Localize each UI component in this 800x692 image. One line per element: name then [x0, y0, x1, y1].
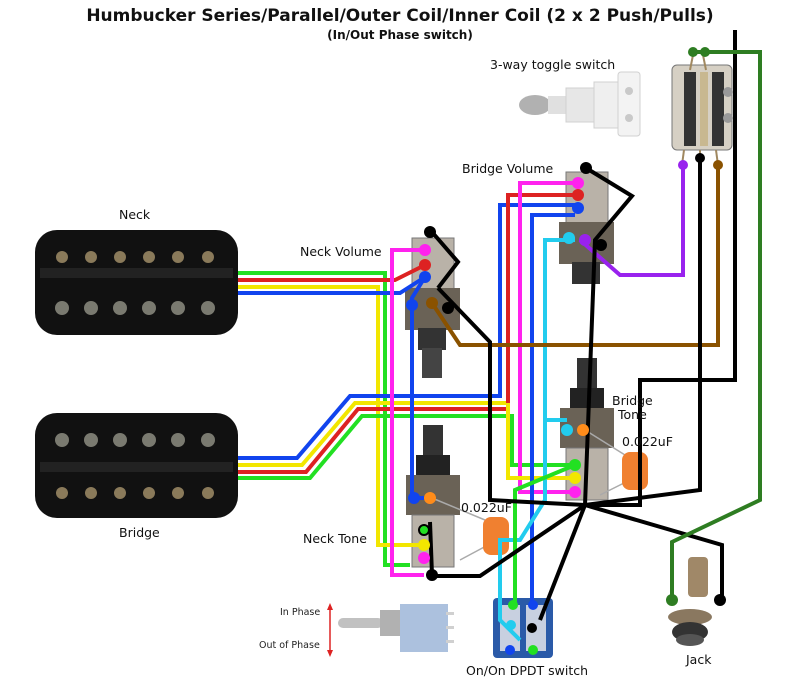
- solder-points: [406, 47, 726, 655]
- dpdt-switch-label: On/On DPDT switch: [466, 663, 589, 678]
- in-phase-label: In Phase: [280, 607, 321, 618]
- phase-toggle-image: [338, 604, 454, 652]
- neck-pickup-label: Neck: [119, 207, 151, 222]
- out-of-phase-label: Out of Phase: [259, 640, 320, 651]
- bridge-pickup: [35, 413, 238, 518]
- bridge-tone-label-line1: Bridge: [612, 393, 653, 408]
- neck-capacitor-label: 0.022uF: [461, 500, 512, 515]
- toggle-switch-image: [519, 71, 641, 137]
- toggle-switch-body: [671, 54, 733, 166]
- neck-pickup: [35, 230, 238, 335]
- bridge-volume-label: Bridge Volume: [462, 161, 554, 176]
- bridge-capacitor-label: 0.022uF: [622, 434, 673, 449]
- bridge-tone-label-line2: Tone: [618, 407, 647, 422]
- toggle-switch-label: 3-way toggle switch: [490, 57, 616, 72]
- neck-volume-label: Neck Volume: [300, 244, 382, 259]
- diagram-title: Humbucker Series/Parallel/Outer Coil/Inn…: [86, 6, 714, 26]
- phase-arrow-icon: [327, 603, 333, 657]
- jack-label: Jack: [686, 652, 712, 667]
- neck-capacitor: [431, 497, 509, 561]
- bridge-pickup-wires: [238, 193, 575, 480]
- diagram-subtitle: (In/Out Phase switch): [327, 28, 473, 42]
- neck-tone-label: Neck Tone: [303, 531, 367, 546]
- internal-wires: [390, 30, 762, 642]
- bridge-pickup-label: Bridge: [119, 525, 160, 540]
- output-jack: [668, 557, 712, 646]
